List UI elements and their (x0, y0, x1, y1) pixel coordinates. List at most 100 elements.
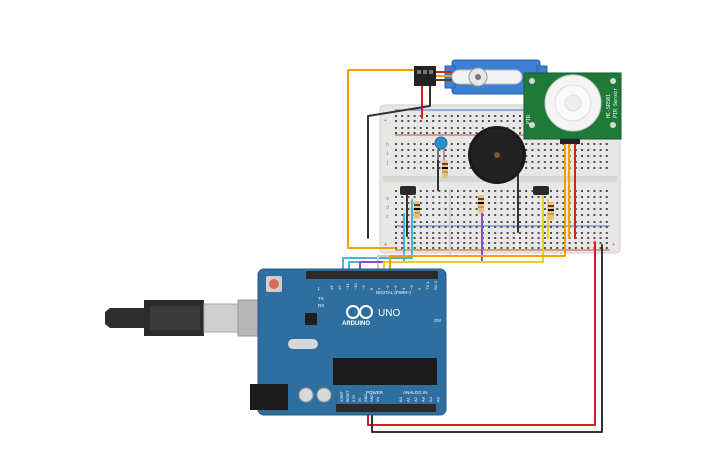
breadboard-hole[interactable] (463, 167, 466, 169)
breadboard-hole[interactable] (438, 115, 441, 117)
breadboard-hole[interactable] (593, 237, 596, 239)
breadboard-hole[interactable] (488, 120, 490, 122)
breadboard-hole[interactable] (426, 127, 428, 129)
breadboard-hole[interactable] (419, 115, 422, 117)
breadboard-hole[interactable] (512, 242, 515, 244)
breadboard-hole[interactable] (469, 115, 472, 117)
breadboard-hole[interactable] (401, 214, 404, 216)
breadboard-hole[interactable] (519, 120, 521, 122)
breadboard-hole[interactable] (401, 167, 404, 169)
breadboard-hole[interactable] (593, 214, 596, 216)
breadboard-hole[interactable] (426, 161, 428, 163)
breadboard-hole[interactable] (605, 221, 608, 223)
breadboard-hole[interactable] (395, 242, 397, 244)
breadboard-hole[interactable] (488, 226, 490, 228)
breadboard-hole[interactable] (568, 242, 571, 244)
breadboard-hole[interactable] (525, 221, 528, 223)
breadboard-hole[interactable] (581, 202, 583, 204)
breadboard-hole[interactable] (432, 115, 435, 117)
breadboard-hole[interactable] (457, 208, 459, 210)
breadboard-hole[interactable] (531, 190, 534, 192)
breadboard-hole[interactable] (450, 247, 453, 249)
breadboard-hole[interactable] (599, 167, 602, 169)
breadboard-hole[interactable] (419, 120, 422, 122)
breadboard-hole[interactable] (444, 226, 447, 228)
breadboard-hole[interactable] (605, 242, 608, 244)
breadboard-hole[interactable] (500, 202, 503, 204)
breadboard-hole[interactable] (494, 232, 497, 234)
breadboard-hole[interactable] (581, 242, 583, 244)
breadboard-hole[interactable] (444, 237, 447, 239)
breadboard-hole[interactable] (562, 237, 565, 239)
breadboard-hole[interactable] (450, 202, 453, 204)
breadboard-hole[interactable] (494, 214, 497, 216)
breadboard-hole[interactable] (543, 247, 546, 249)
breadboard-hole[interactable] (494, 208, 497, 210)
breadboard-hole[interactable] (556, 208, 559, 210)
breadboard-hole[interactable] (587, 149, 590, 151)
breadboard-hole[interactable] (568, 247, 571, 249)
breadboard-hole[interactable] (419, 196, 422, 198)
breadboard-hole[interactable] (407, 208, 410, 210)
breadboard-hole[interactable] (537, 155, 540, 157)
breadboard-hole[interactable] (593, 190, 596, 192)
breadboard-hole[interactable] (450, 221, 453, 223)
breadboard-hole[interactable] (407, 161, 410, 163)
breadboard-hole[interactable] (469, 214, 472, 216)
breadboard-hole[interactable] (413, 242, 416, 244)
breadboard-hole[interactable] (488, 221, 490, 223)
breadboard-hole[interactable] (395, 226, 397, 228)
breadboard-hole[interactable] (450, 208, 453, 210)
breadboard-hole[interactable] (444, 247, 447, 249)
breadboard-hole[interactable] (500, 226, 503, 228)
breadboard-hole[interactable] (419, 247, 422, 249)
breadboard-hole[interactable] (587, 208, 590, 210)
breadboard-hole[interactable] (543, 161, 546, 163)
breadboard-hole[interactable] (599, 190, 602, 192)
breadboard-hole[interactable] (512, 247, 515, 249)
breadboard-hole[interactable] (395, 237, 397, 239)
breadboard-hole[interactable] (395, 149, 397, 151)
breadboard-hole[interactable] (593, 221, 596, 223)
breadboard-hole[interactable] (457, 161, 459, 163)
breadboard-hole[interactable] (413, 155, 416, 157)
breadboard-hole[interactable] (432, 202, 435, 204)
breadboard-hole[interactable] (531, 232, 534, 234)
breadboard-hole[interactable] (457, 143, 459, 145)
breadboard-hole[interactable] (587, 232, 590, 234)
breadboard-hole[interactable] (562, 214, 565, 216)
breadboard-hole[interactable] (463, 115, 466, 117)
breadboard-hole[interactable] (444, 232, 447, 234)
breadboard-hole[interactable] (426, 221, 428, 223)
breadboard-hole[interactable] (475, 115, 478, 117)
breadboard-hole[interactable] (457, 115, 459, 117)
breadboard-hole[interactable] (581, 155, 583, 157)
breadboard-hole[interactable] (519, 202, 521, 204)
breadboard-hole[interactable] (537, 149, 540, 151)
breadboard-hole[interactable] (426, 237, 428, 239)
breadboard-hole[interactable] (401, 247, 404, 249)
breadboard-hole[interactable] (506, 127, 509, 129)
breadboard-hole[interactable] (593, 143, 596, 145)
breadboard-hole[interactable] (537, 161, 540, 163)
breadboard-hole[interactable] (444, 221, 447, 223)
breadboard-hole[interactable] (395, 214, 397, 216)
breadboard-hole[interactable] (531, 226, 534, 228)
breadboard-hole[interactable] (475, 247, 478, 249)
breadboard-hole[interactable] (463, 127, 466, 129)
breadboard-hole[interactable] (550, 247, 552, 249)
breadboard-hole[interactable] (457, 232, 459, 234)
breadboard-hole[interactable] (426, 149, 428, 151)
breadboard-hole[interactable] (469, 202, 472, 204)
breadboard-hole[interactable] (550, 149, 552, 151)
breadboard-hole[interactable] (500, 237, 503, 239)
breadboard-hole[interactable] (463, 161, 466, 163)
breadboard-hole[interactable] (531, 247, 534, 249)
breadboard-hole[interactable] (562, 247, 565, 249)
breadboard-hole[interactable] (419, 202, 422, 204)
breadboard-hole[interactable] (519, 127, 521, 129)
breadboard-hole[interactable] (525, 214, 528, 216)
breadboard-hole[interactable] (395, 115, 397, 117)
breadboard-hole[interactable] (469, 226, 472, 228)
breadboard-hole[interactable] (506, 242, 509, 244)
